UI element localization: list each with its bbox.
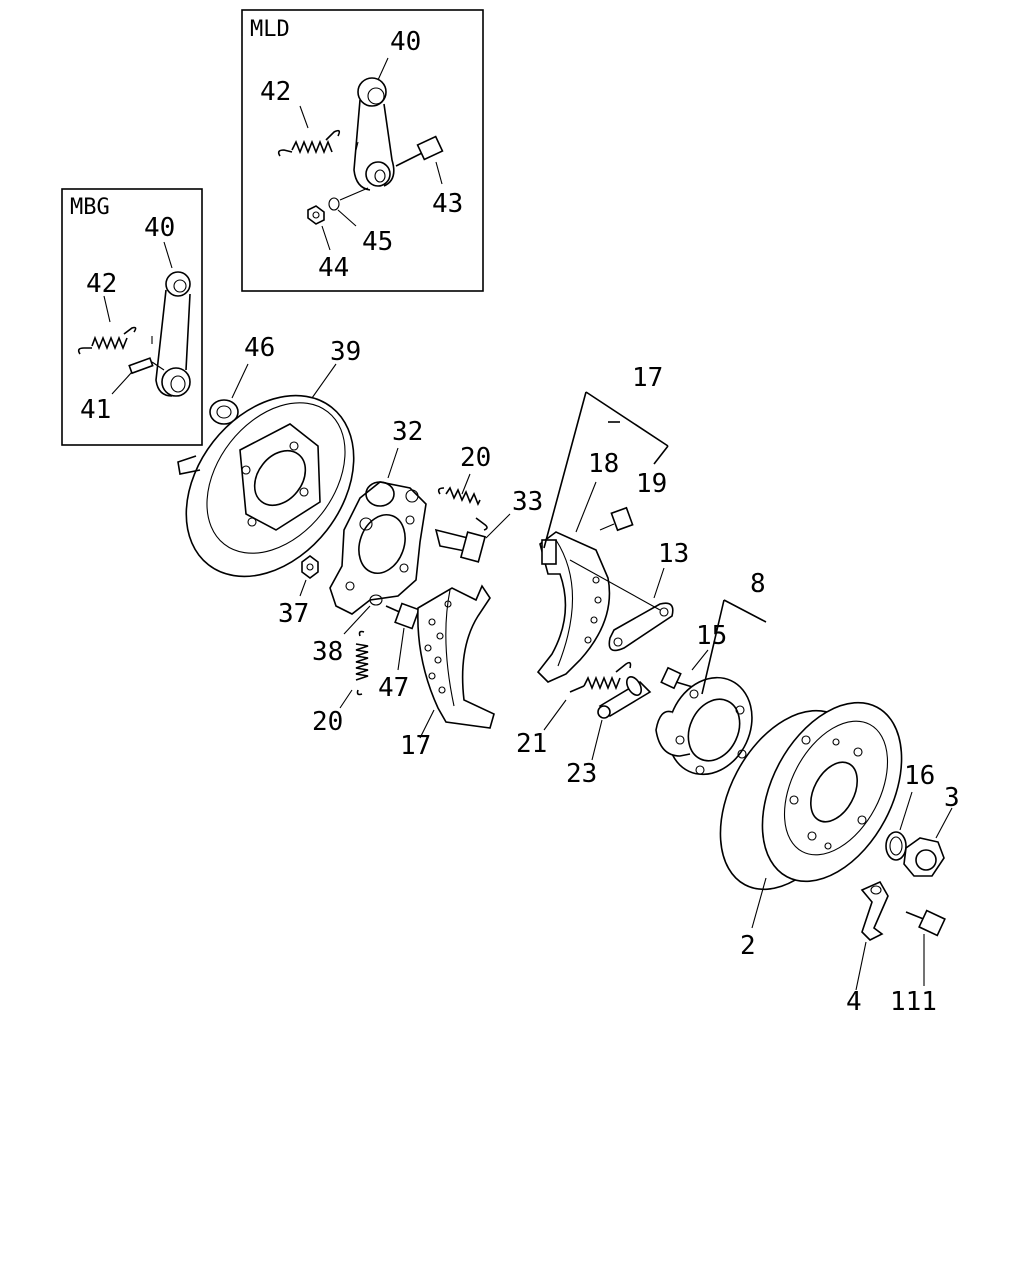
callout-20-lower: 20 xyxy=(312,707,343,737)
part-clip-38: 38 xyxy=(312,594,383,667)
callout-20-upper: 20 xyxy=(460,443,491,473)
callout-4: 4 xyxy=(846,987,862,1017)
callout-21: 21 xyxy=(516,729,547,759)
part-bolt-111: 111 xyxy=(890,909,946,1017)
callout-38: 38 xyxy=(312,637,343,667)
part-bolt-15: 15 xyxy=(660,621,727,690)
mbg-box-label: MBG xyxy=(70,195,110,220)
callout-111: 111 xyxy=(890,987,937,1017)
part-backing-plate-39: 39 xyxy=(177,337,361,578)
mld-bolt xyxy=(395,135,444,167)
mld-lever-arm xyxy=(353,77,395,191)
callout-mld-43: 43 xyxy=(432,189,463,219)
callout-18: 18 xyxy=(588,449,619,479)
callout-33: 33 xyxy=(512,487,543,517)
part-spring-21: 21 xyxy=(516,661,632,759)
callout-13: 13 xyxy=(658,539,689,569)
part-hub-nut-3: 3 xyxy=(903,783,960,877)
part-oring-16: 16 xyxy=(885,761,935,861)
part-adjuster-33: 33 xyxy=(434,487,543,563)
mld-spring xyxy=(277,129,341,157)
callout-23: 23 xyxy=(566,759,597,789)
part-washer-46: 46 xyxy=(209,333,275,425)
callout-17-lower: 17 xyxy=(400,731,431,761)
callout-3: 3 xyxy=(944,783,960,813)
part-spring-20-upper: 20 xyxy=(437,443,491,531)
callout-17-upper: 17 xyxy=(632,363,663,393)
callout-2: 2 xyxy=(740,931,756,961)
mbg-inset-box: MBG 40 42 41 xyxy=(61,188,203,446)
callout-8: 8 xyxy=(750,569,766,599)
mld-inset-box: MLD xyxy=(241,9,484,292)
mbg-spring xyxy=(77,326,137,355)
callout-16: 16 xyxy=(904,761,935,791)
part-hub-8: 8 xyxy=(655,569,767,776)
mbg-pin xyxy=(128,357,165,375)
part-bracket-4: 4 xyxy=(846,880,889,1017)
callout-mld-40: 40 xyxy=(390,27,421,57)
callout-mld-44: 44 xyxy=(318,253,349,283)
callout-mld-45: 45 xyxy=(362,227,393,257)
part-brake-drum-2: 2 xyxy=(719,701,903,961)
part-adjuster-screw-23: 23 xyxy=(566,676,652,789)
callout-mbg-40: 40 xyxy=(144,213,175,243)
mbg-lever-arm xyxy=(151,271,191,397)
part-bolt-47: 47 xyxy=(378,602,420,703)
part-anchor-plate-32: 32 xyxy=(329,417,427,615)
callout-39: 39 xyxy=(330,337,361,367)
callout-mbg-42: 42 xyxy=(86,269,117,299)
callout-32: 32 xyxy=(392,417,423,447)
callout-19: 19 xyxy=(636,469,667,499)
part-spring-20-lower: 20 xyxy=(312,630,369,737)
callout-mld-42: 42 xyxy=(260,77,291,107)
part-nut-37: 37 xyxy=(278,555,319,629)
callout-47: 47 xyxy=(378,673,409,703)
part-brake-shoe-17-lower: 17 xyxy=(400,584,495,761)
part-lining-18-19: 18 19 xyxy=(575,421,669,533)
mld-box-label: MLD xyxy=(250,17,290,42)
part-brake-shoe-17-upper: 17 xyxy=(536,363,669,683)
part-link-13: 13 xyxy=(569,539,689,652)
mld-nut-washer xyxy=(307,187,369,225)
callout-37: 37 xyxy=(278,599,309,629)
callout-15: 15 xyxy=(696,621,727,651)
callout-mbg-41: 41 xyxy=(80,395,111,425)
callout-46: 46 xyxy=(244,333,275,363)
